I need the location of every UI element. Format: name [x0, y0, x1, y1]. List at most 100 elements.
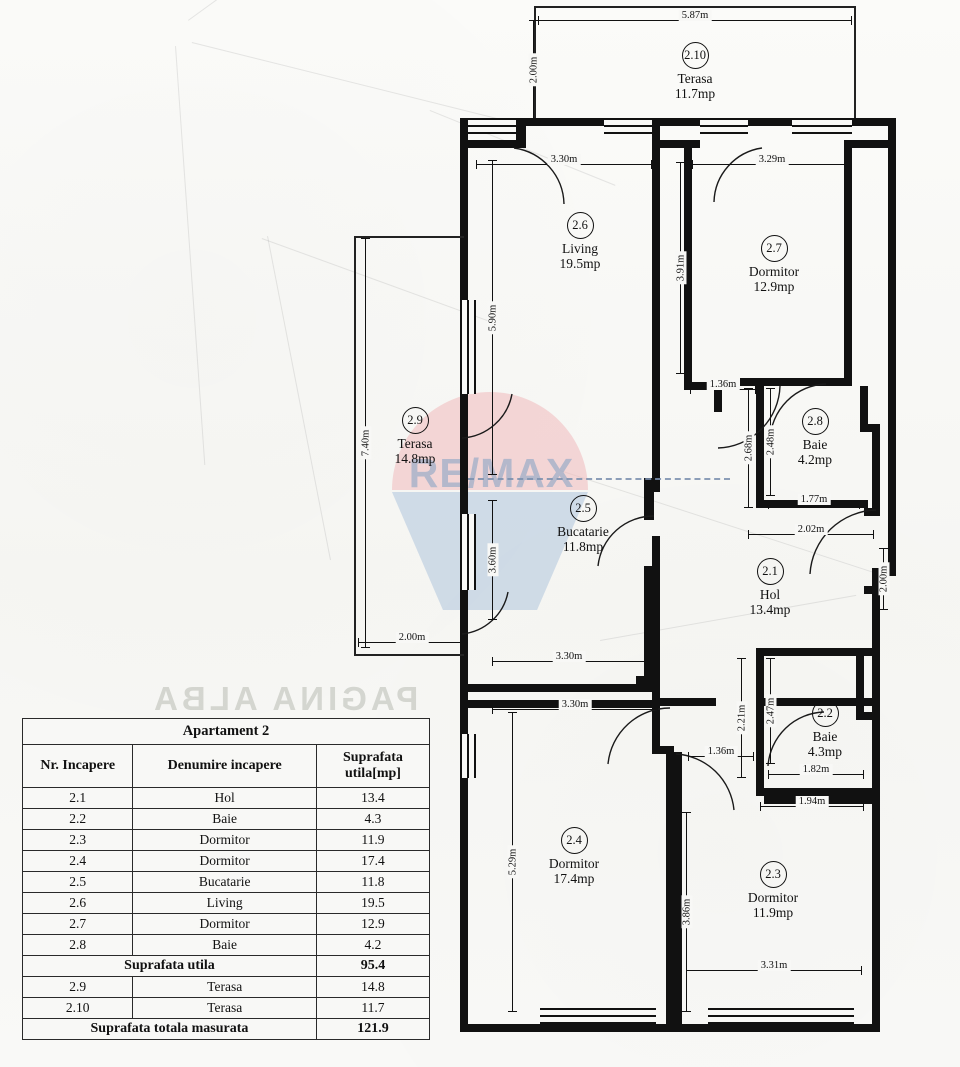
room-name-25: Bucatarie: [557, 524, 609, 539]
cell-nr: 2.9: [21, 976, 134, 999]
table-title: Apartament 2: [22, 718, 430, 745]
door-swing-terrace-bucatarie: [461, 591, 509, 635]
exterior-wall-left-mid: [460, 394, 468, 514]
room-name-29: Terasa: [397, 436, 433, 451]
crease-line: [191, 42, 522, 126]
dim-baie28-outer-depth: 2.68m: [743, 388, 754, 508]
dim-baie28-width: 1.77m: [768, 494, 860, 509]
cell-suprafata: 4.3: [315, 808, 431, 831]
window-living-left: [468, 118, 516, 134]
room-name-22: Baie: [812, 729, 838, 744]
dormitor24-wall-right2: [666, 752, 674, 1024]
exterior-wall-left-lower: [460, 688, 468, 1032]
terrace-29-wall-bottom: [354, 654, 464, 656]
apartment-schedule-table: Apartament 2 Nr. Incapere Denumire incap…: [21, 718, 431, 1041]
header-nr: Nr. Incapere: [21, 743, 134, 789]
room-area-26: 19.5mp: [559, 256, 601, 272]
room-badge-25: 2.5: [569, 495, 597, 522]
room-label-21: 2.1 Hol 13.4mp: [730, 558, 810, 617]
baie22-wall-left: [756, 656, 764, 752]
cell-denumire: Terasa: [132, 976, 317, 999]
room-badge-27: 2.7: [760, 235, 788, 262]
baie28-wall-right-lower: [872, 424, 880, 508]
baie22-wall-top: [756, 648, 872, 656]
dim-baie28-outer-width: 2.02m: [748, 524, 874, 539]
table-row: 2.8 Baie 4.2: [21, 934, 431, 957]
table-header-row: Nr. Incapere Denumire incapere Suprafata…: [21, 743, 431, 789]
cell-suprafata: 19.5: [315, 892, 431, 915]
cell-nr: 2.7: [21, 913, 134, 936]
dim-dormitor23-top: 1.94m: [760, 796, 864, 811]
exterior-wall-right-lower: [872, 568, 880, 658]
baie28-wall-right-upper: [860, 386, 868, 426]
door-swing-entry: [809, 509, 877, 575]
window-dormitor27-right: [792, 118, 852, 134]
room-area-23: 11.9mp: [752, 905, 794, 921]
exterior-wall-right-bottom: [872, 650, 880, 1032]
entry-door-jamb-top: [864, 508, 880, 516]
dim-bucatarie-depth: 3.60m: [487, 500, 498, 620]
cell-nr: 2.3: [21, 829, 134, 852]
dim-baie28-inner-depth: 2.48m: [765, 388, 776, 496]
baie28-wall-left: [756, 386, 764, 508]
room-name-210: Terasa: [677, 71, 713, 86]
bucatarie-wall-bottom: [468, 684, 654, 692]
dim-terrace29-depth: 7.40m: [360, 238, 371, 648]
dim-dormitor23-width: 3.31m: [686, 960, 862, 975]
table-row: 2.1 Hol 13.4: [21, 787, 431, 810]
baie28-wall-right-step: [860, 424, 880, 432]
total-value: 121.9: [315, 1018, 431, 1041]
door-swing-bucatarie-hol: [597, 515, 655, 567]
baie22-wall-right-step: [856, 712, 878, 720]
header-suprafata-line1: Suprafata: [343, 750, 403, 765]
room-area-25: 11.8mp: [562, 539, 604, 555]
terrace-210-wall-top: [534, 6, 856, 8]
table-row: 2.4 Dormitor 17.4: [21, 850, 431, 873]
baie22-wall-left-lower: [756, 752, 764, 796]
room-area-29: 14.8mp: [394, 451, 436, 467]
dim-terrace210-width: 5.87m: [538, 10, 852, 25]
room-badge-24: 2.4: [560, 827, 588, 854]
room-badge-26: 2.6: [566, 212, 594, 239]
exterior-wall-left-mid2: [460, 590, 468, 696]
cell-denumire: Dormitor: [132, 829, 317, 852]
cell-suprafata: 11.7: [315, 997, 431, 1020]
cell-nr: 2.10: [21, 997, 134, 1020]
room-label-210: 2.10 Terasa 11.7mp: [650, 42, 740, 101]
crease-line: [188, 0, 367, 21]
entry-door-jamb-bottom: [864, 586, 880, 594]
cell-suprafata: 11.9: [315, 829, 431, 852]
cell-nr: 2.6: [21, 892, 134, 915]
total-label: Suprafata totala masurata: [22, 1018, 317, 1041]
cell-denumire: Living: [132, 892, 317, 915]
room-area-24: 17.4mp: [553, 871, 595, 887]
header-suprafata: Suprafata utila[mp]: [315, 743, 431, 789]
room-area-28: 4.2mp: [797, 452, 833, 468]
dim-baie22-outer-depth: 2.21m: [736, 658, 747, 778]
crease-line: [175, 46, 206, 466]
table-subtotal-row: Suprafata utila 95.4: [22, 955, 431, 978]
cell-denumire: Baie: [132, 934, 317, 957]
room-label-26: 2.6 Living 19.5mp: [535, 212, 625, 271]
room-area-21: 13.4mp: [749, 602, 791, 618]
room-label-27: 2.7 Dormitor 12.9mp: [729, 235, 819, 294]
room-name-24: Dormitor: [548, 856, 600, 871]
exterior-wall-left-upper: [460, 118, 468, 300]
hol-wall-left-upper: [652, 478, 660, 492]
room-name-21: Hol: [759, 587, 781, 602]
dim-bucatarie-width: 3.30m: [492, 651, 646, 666]
hol-wall-bottom: [652, 698, 716, 706]
room-area-210: 11.7mp: [674, 86, 716, 102]
dim-baie22-inner-depth: 2.47m: [765, 658, 776, 764]
dormitor27-wall-left: [684, 140, 692, 390]
room-name-27: Dormitor: [748, 264, 800, 279]
dormitor27-wall-right2: [844, 152, 852, 378]
door-swing-living: [513, 147, 565, 205]
dim-dormitor27-depth: 3.91m: [675, 162, 686, 374]
dim-terrace210-depth: 2.00m: [528, 20, 539, 120]
cell-nr: 2.1: [21, 787, 134, 810]
dim-entry-door: 2.00m: [878, 548, 889, 610]
room-badge-210: 2.10: [681, 42, 709, 69]
cell-denumire: Baie: [132, 808, 317, 831]
